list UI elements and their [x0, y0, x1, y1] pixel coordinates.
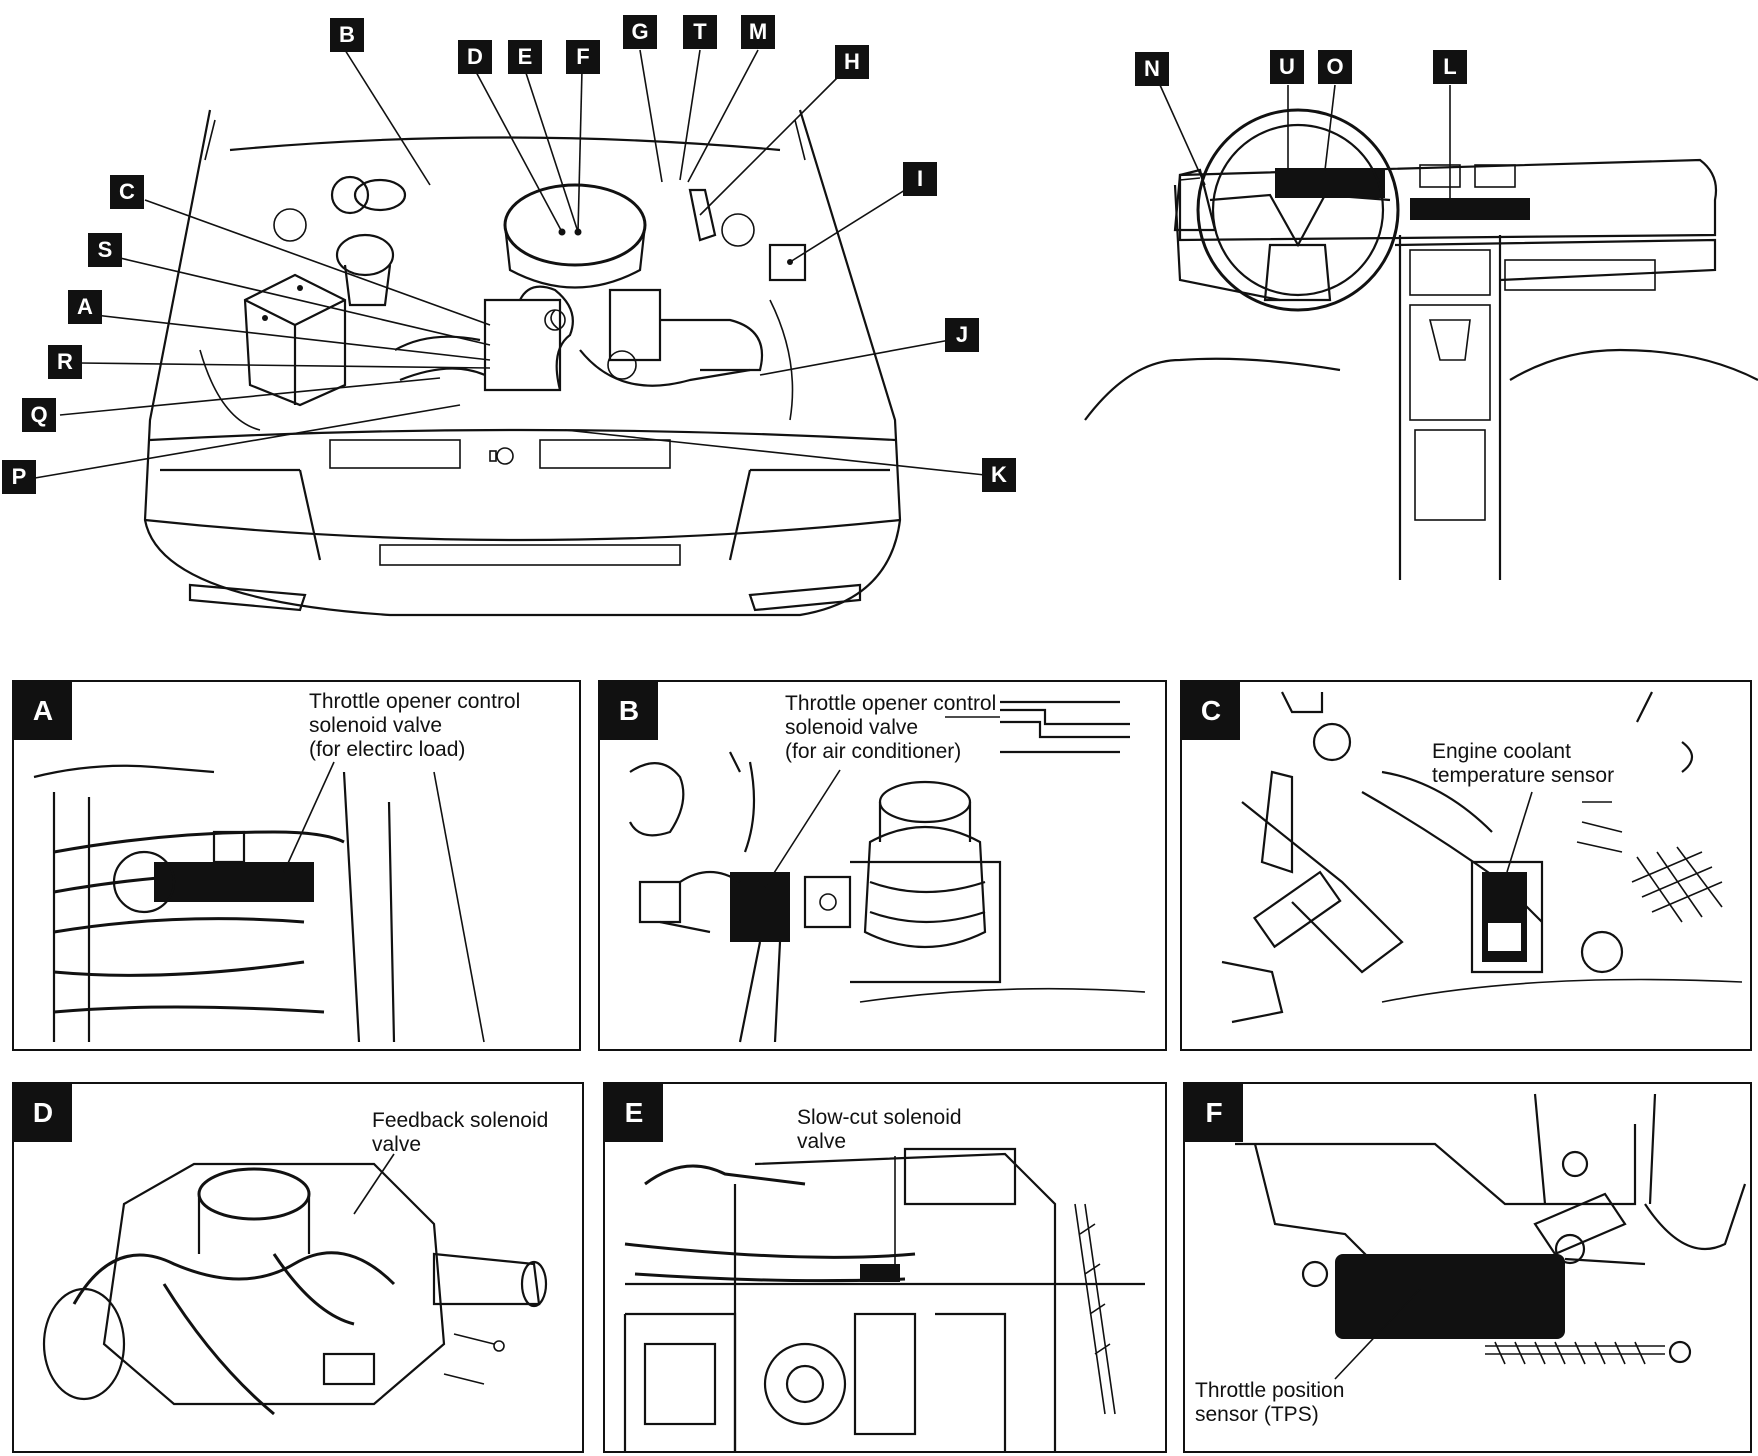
- label-tag-p: P: [2, 460, 36, 494]
- detail-panel-a: A Throttle opener control solenoid valve…: [12, 680, 581, 1051]
- label-tag-a: A: [68, 290, 102, 324]
- detail-panel-d: D Feedback solenoid valve: [12, 1082, 584, 1453]
- label-tag-u: U: [1270, 50, 1304, 84]
- feedback-solenoid-drawing: [42, 1153, 548, 1416]
- throttle-opener-electric-drawing: [33, 761, 485, 1043]
- label-tag-e: E: [508, 40, 542, 74]
- engine-bay-drawing: [34, 49, 986, 617]
- panel-caption-d: Feedback solenoid valve: [372, 1109, 549, 1156]
- detail-panel-b: B Throttle opener control solenoid valve…: [598, 680, 1167, 1051]
- panel-caption-f: Throttle position sensor (TPS): [1195, 1379, 1345, 1426]
- panel-caption-b: Throttle opener control solenoid valve (…: [785, 692, 997, 763]
- label-tag-f: F: [566, 40, 600, 74]
- label-tag-l: L: [1433, 50, 1467, 84]
- label-tag-i: I: [903, 162, 937, 196]
- throttle-position-sensor-drawing: [1235, 1093, 1747, 1380]
- panel-tag-f: F: [1185, 1084, 1243, 1142]
- throttle-opener-ac-drawing: [629, 700, 1146, 1043]
- coolant-temp-sensor-drawing: [1221, 691, 1743, 1024]
- label-tag-g: G: [623, 15, 657, 49]
- label-tag-q: Q: [22, 398, 56, 432]
- panel-tag-d: D: [14, 1084, 72, 1142]
- panel-tag-e: E: [605, 1084, 663, 1142]
- label-tag-k: K: [982, 458, 1016, 492]
- label-tag-c: C: [110, 175, 144, 209]
- panel-caption-c: Engine coolant temperature sensor: [1432, 740, 1615, 787]
- detail-panel-e: E Slow-cut solenoid valve: [603, 1082, 1167, 1453]
- panel-caption-a: Throttle opener control solenoid valve (…: [309, 690, 521, 761]
- detail-panel-c: C Engine coolant temperature sensor: [1180, 680, 1752, 1051]
- label-tag-t: T: [683, 15, 717, 49]
- panel-tag-c: C: [1182, 682, 1240, 740]
- label-tag-s: S: [88, 233, 122, 267]
- label-tag-m: M: [741, 15, 775, 49]
- label-tag-o: O: [1318, 50, 1352, 84]
- panel-caption-e: Slow-cut solenoid valve: [797, 1106, 962, 1153]
- panel-tag-a: A: [14, 682, 72, 740]
- panel-tag-b: B: [600, 682, 658, 740]
- label-tag-r: R: [48, 345, 82, 379]
- label-tag-h: H: [835, 45, 869, 79]
- label-tag-n: N: [1135, 52, 1169, 86]
- label-tag-b: B: [330, 18, 364, 52]
- detail-panel-f: F Throttle position sensor (TPS): [1183, 1082, 1752, 1453]
- label-tag-j: J: [945, 318, 979, 352]
- label-tag-d: D: [458, 40, 492, 74]
- slow-cut-solenoid-drawing: [623, 1147, 1145, 1451]
